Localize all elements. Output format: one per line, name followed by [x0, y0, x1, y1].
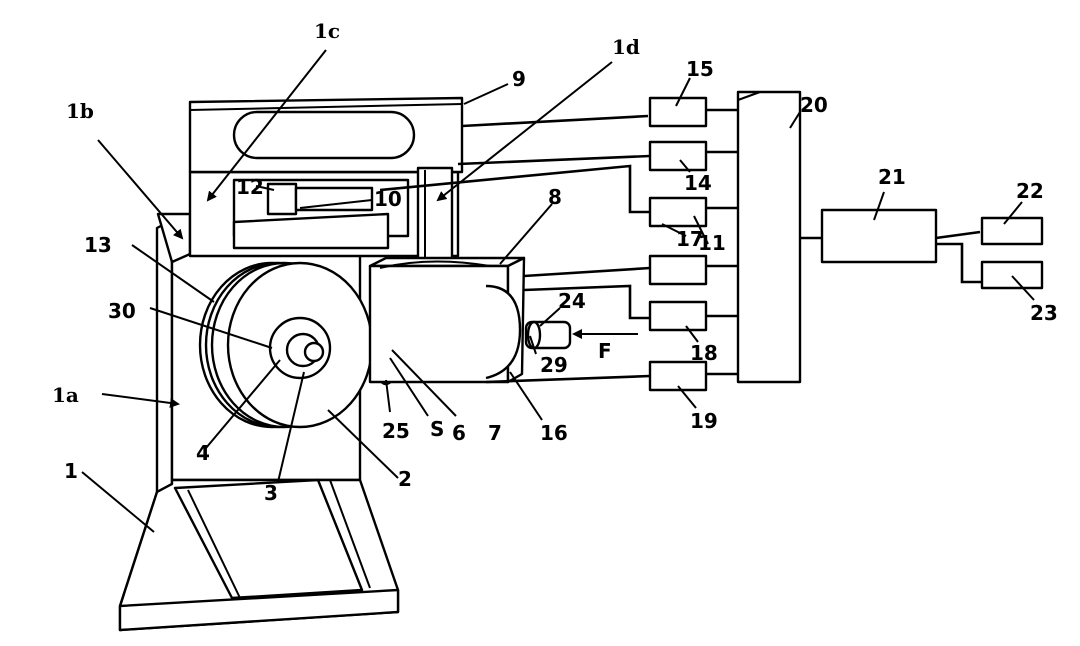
- label-F: F: [598, 339, 612, 363]
- label-16: 16: [540, 421, 568, 445]
- label-S: S: [430, 417, 444, 441]
- label-29: 29: [540, 353, 568, 377]
- label-10: 10: [374, 187, 402, 211]
- label-13: 13: [84, 233, 112, 257]
- label-1d: 1d: [612, 35, 640, 59]
- leader-lines: [81, 49, 1035, 533]
- callout-labels: 1c 1d 1b 1a 1 2 3 4 30 13 12 10 9 8 7 6 …: [52, 19, 1058, 505]
- label-23: 23: [1030, 301, 1058, 325]
- label-11: 11: [698, 231, 726, 255]
- label-7: 7: [488, 421, 502, 445]
- box-23: [980, 260, 1044, 290]
- box-22: [980, 216, 1044, 246]
- label-6: 6: [452, 421, 466, 445]
- disk-assembly: [198, 261, 374, 429]
- label-22: 22: [1016, 179, 1044, 203]
- unit-21: [820, 208, 938, 264]
- label-20: 20: [800, 93, 828, 117]
- label-18: 18: [690, 341, 718, 365]
- label-9: 9: [512, 67, 526, 91]
- label-3: 3: [264, 481, 278, 505]
- label-8: 8: [548, 185, 562, 209]
- bus-20: [736, 90, 802, 384]
- label-4: 4: [196, 441, 210, 465]
- label-25: 25: [382, 419, 410, 443]
- box-18: [648, 300, 708, 332]
- label-2: 2: [398, 467, 412, 491]
- label-19: 19: [690, 409, 718, 433]
- label-24: 24: [558, 289, 586, 313]
- block-7: [368, 256, 526, 384]
- label-1b: 1b: [66, 99, 94, 123]
- label-14: 14: [684, 171, 712, 195]
- label-1a: 1a: [52, 383, 79, 407]
- label-17: 17: [676, 227, 704, 251]
- label-1c: 1c: [314, 19, 340, 43]
- label-30: 30: [108, 299, 136, 323]
- label-15: 15: [686, 57, 714, 81]
- label-21: 21: [878, 165, 906, 189]
- box-19: [648, 360, 708, 392]
- actuator-12: [266, 182, 374, 216]
- label-1: 1: [64, 459, 78, 483]
- label-12: 12: [236, 175, 264, 199]
- box-17: [648, 254, 708, 286]
- wiring: [379, 108, 982, 384]
- module-boxes: [648, 90, 1044, 392]
- box-14: [648, 140, 708, 172]
